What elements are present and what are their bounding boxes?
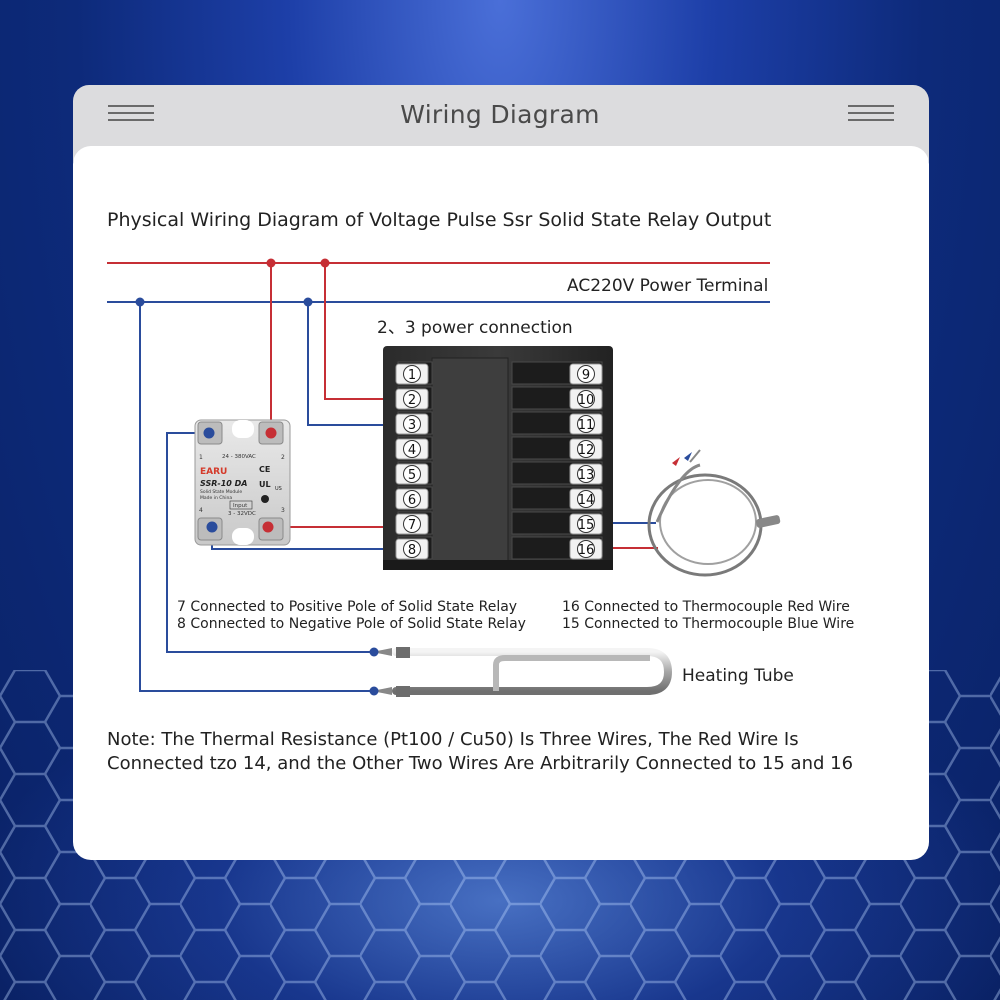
- card-title: Wiring Diagram: [400, 100, 600, 129]
- controller-terminal-number: 16: [578, 543, 595, 558]
- controller-terminal-number: 6: [408, 493, 416, 508]
- controller-terminal-circle: [577, 540, 595, 558]
- blue-wire-ssr-to-heating-tube: [166, 432, 372, 653]
- ssr-terminal-label-1: 1: [199, 454, 203, 461]
- controller-terminal-number: 4: [408, 443, 416, 458]
- controller-terminal-circle: [577, 415, 595, 433]
- blue-wire-to-terminal-3: [307, 302, 395, 426]
- controller-terminal-number: 11: [578, 418, 595, 433]
- controller-terminal-number: 13: [578, 468, 595, 483]
- controller-terminal-circle: [403, 365, 421, 383]
- power-connection-label: 2、3 power connection: [377, 318, 573, 338]
- ssr-input-label: Input: [233, 503, 248, 509]
- ssr-connection-note-2: 8 Connected to Negative Pole of Solid St…: [177, 616, 526, 632]
- controller-terminal-number: 3: [408, 418, 416, 433]
- controller-terminal-number: 7: [408, 518, 416, 533]
- controller-terminal-number: 5: [408, 468, 416, 483]
- ssr-model: SSR-10 DA: [200, 479, 247, 488]
- controller-terminal-number: 14: [578, 493, 595, 508]
- controller-terminal-number: 8: [408, 543, 416, 558]
- ssr-terminal-label-2: 2: [281, 454, 285, 461]
- ssr-subtitle: Solid State Module: [200, 489, 242, 495]
- ssr-terminal-2: [265, 427, 277, 439]
- ssr-ac-range: 24 - 380VAC: [222, 454, 256, 460]
- ssr-dc-range: 3 - 32VDC: [228, 511, 256, 517]
- controller-terminal-number: 10: [578, 393, 595, 408]
- ssr-brand: EARU: [200, 467, 227, 477]
- heating-tube: [369, 647, 673, 697]
- thermocouple: [647, 449, 781, 577]
- controller-terminal-circle: [577, 390, 595, 408]
- right-menu-lines-icon: [848, 105, 894, 125]
- controller-terminal-number: 12: [578, 443, 595, 458]
- ssr-connection-note-1: 7 Connected to Positive Pole of Solid St…: [177, 599, 517, 615]
- ssr-made-in: Made in China: [200, 495, 232, 501]
- thermocouple-note-2: 15 Connected to Thermocouple Blue Wire: [562, 616, 854, 632]
- controller-terminal-circle: [577, 365, 595, 383]
- controller-terminal-number: 1: [408, 368, 416, 383]
- controller-terminal-number: 9: [582, 368, 590, 383]
- ssr-ce-mark: CE: [259, 465, 270, 474]
- controller-terminal-circle: [403, 415, 421, 433]
- controller-terminal-circle: [403, 515, 421, 533]
- heating-tube-terminal-dot: [369, 686, 379, 696]
- controller-terminal-circle: [403, 540, 421, 558]
- ssr-terminal-label-4: 4: [199, 507, 203, 514]
- blue-wire-heating-tube-lower: [139, 302, 372, 692]
- solid-state-relay: 1 2 4 3 24 - 380VAC EARU CE SSR-10 DA UL…: [194, 419, 291, 546]
- controller-terminal-number: 15: [578, 518, 595, 533]
- controller-terminal-circle: [577, 490, 595, 508]
- controller-terminal-circle: [403, 440, 421, 458]
- controller-terminal-circle: [403, 490, 421, 508]
- diagram-heading: Physical Wiring Diagram of Voltage Pulse…: [107, 209, 771, 231]
- power-terminal-label: AC220V Power Terminal: [567, 276, 768, 296]
- ssr-terminal-3: [262, 521, 274, 533]
- left-menu-lines-icon: [108, 105, 154, 125]
- red-wire-to-terminal-2: [324, 263, 395, 400]
- ssr-ul-mark: UL: [259, 480, 271, 489]
- ssr-terminal-1: [203, 427, 215, 439]
- heating-tube-label: Heating Tube: [682, 666, 794, 686]
- thermocouple-note-1: 16 Connected to Thermocouple Red Wire: [562, 599, 850, 615]
- controller-terminal-circle: [577, 440, 595, 458]
- ssr-us-mark: US: [275, 486, 282, 492]
- thermal-resistance-note-line-2: Connected tzo 14, and the Other Two Wire…: [107, 753, 853, 774]
- thermal-resistance-note-line-1: Note: The Thermal Resistance (Pt100 / Cu…: [107, 729, 799, 750]
- controller-terminal-number: 2: [408, 393, 416, 408]
- controller-terminal-circle: [577, 515, 595, 533]
- controller-terminal-circle: [403, 390, 421, 408]
- heating-tube-terminal-dot: [369, 647, 379, 657]
- controller-terminal-circle: [577, 465, 595, 483]
- ssr-terminal-label-3: 3: [281, 507, 285, 514]
- ssr-terminal-4: [206, 521, 218, 533]
- controller-terminal-circle: [403, 465, 421, 483]
- ssr-indicator-led: [261, 495, 269, 503]
